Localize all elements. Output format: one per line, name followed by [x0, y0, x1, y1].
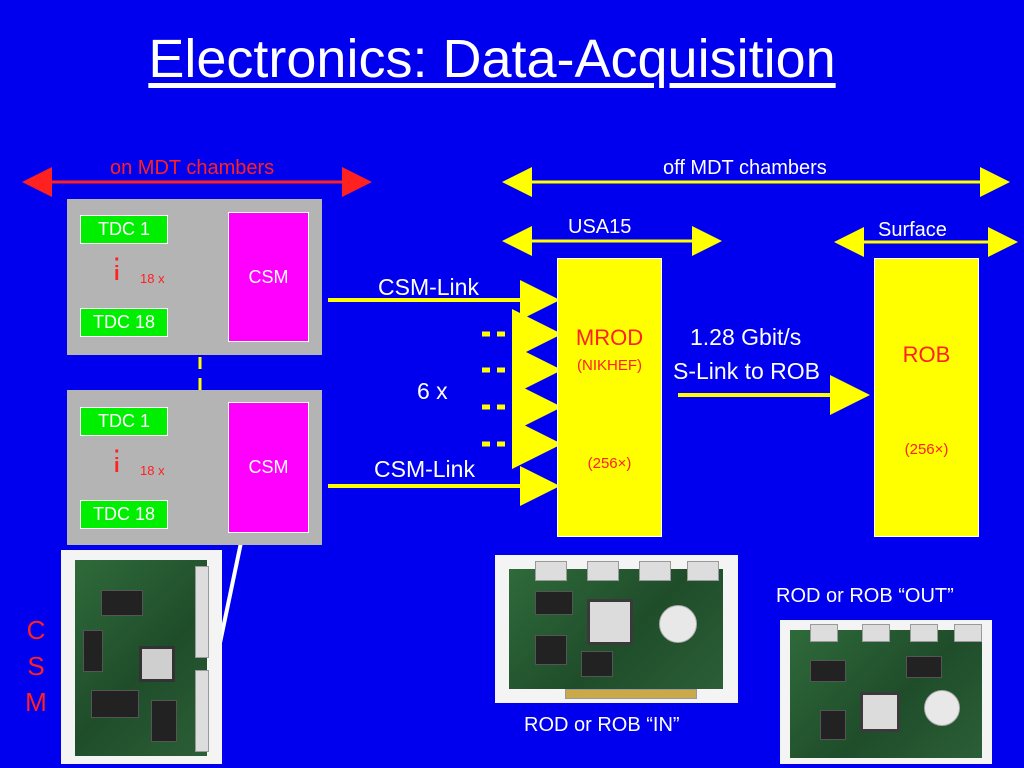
rod-in-photo — [495, 555, 738, 703]
tdc-1-box: TDC 1 — [80, 407, 168, 436]
rob-box: ROB (256×) — [874, 258, 979, 537]
csm-letter: S — [27, 651, 45, 681]
csm-letter: C — [26, 615, 46, 645]
mrod-count: (256×) — [587, 455, 632, 472]
tdc-multiplier: 18 x — [140, 463, 165, 478]
csm-vertical-label: C S M — [24, 612, 48, 720]
csm-link-label-top: CSM-Link — [378, 274, 479, 300]
rob-count: (256×) — [904, 441, 949, 458]
tdc-ellipsis: · i — [114, 441, 121, 477]
page-title: Electronics: Data-Acquisition — [148, 29, 836, 89]
csm-letter: M — [25, 687, 47, 717]
csm-panel-bottom: TDC 1 · i 18 x TDC 18 CSM — [67, 390, 322, 545]
csm-link-label-bottom: CSM-Link — [374, 456, 475, 482]
rod-out-photo — [780, 620, 992, 764]
slink-label: S-Link to ROB — [673, 358, 820, 384]
slink-rate-label: 1.28 Gbit/s — [690, 324, 802, 350]
tdc-multiplier: 18 x — [140, 271, 165, 286]
tdc-ellipsis: · i — [114, 249, 121, 285]
rod-in-caption: ROD or ROB “IN” — [524, 714, 680, 736]
mrod-box: MROD (NIKHEF) (256×) — [557, 258, 662, 537]
csm-panel-top: TDC 1 · i 18 x TDC 18 CSM — [67, 199, 322, 355]
mrod-name: MROD — [575, 325, 644, 350]
rob-name: ROB — [902, 342, 951, 367]
csm-board-photo — [61, 550, 222, 764]
tdc-1-box: TDC 1 — [80, 215, 168, 244]
csm-box: CSM — [228, 402, 309, 533]
tdc-18-box: TDC 18 — [80, 500, 168, 529]
link-multiplier-label: 6 x — [417, 378, 448, 404]
mrod-origin: (NIKHEF) — [577, 357, 642, 374]
csm-box: CSM — [228, 212, 309, 342]
tdc-18-box: TDC 18 — [80, 308, 168, 337]
rod-out-caption: ROD or ROB “OUT” — [776, 585, 954, 607]
